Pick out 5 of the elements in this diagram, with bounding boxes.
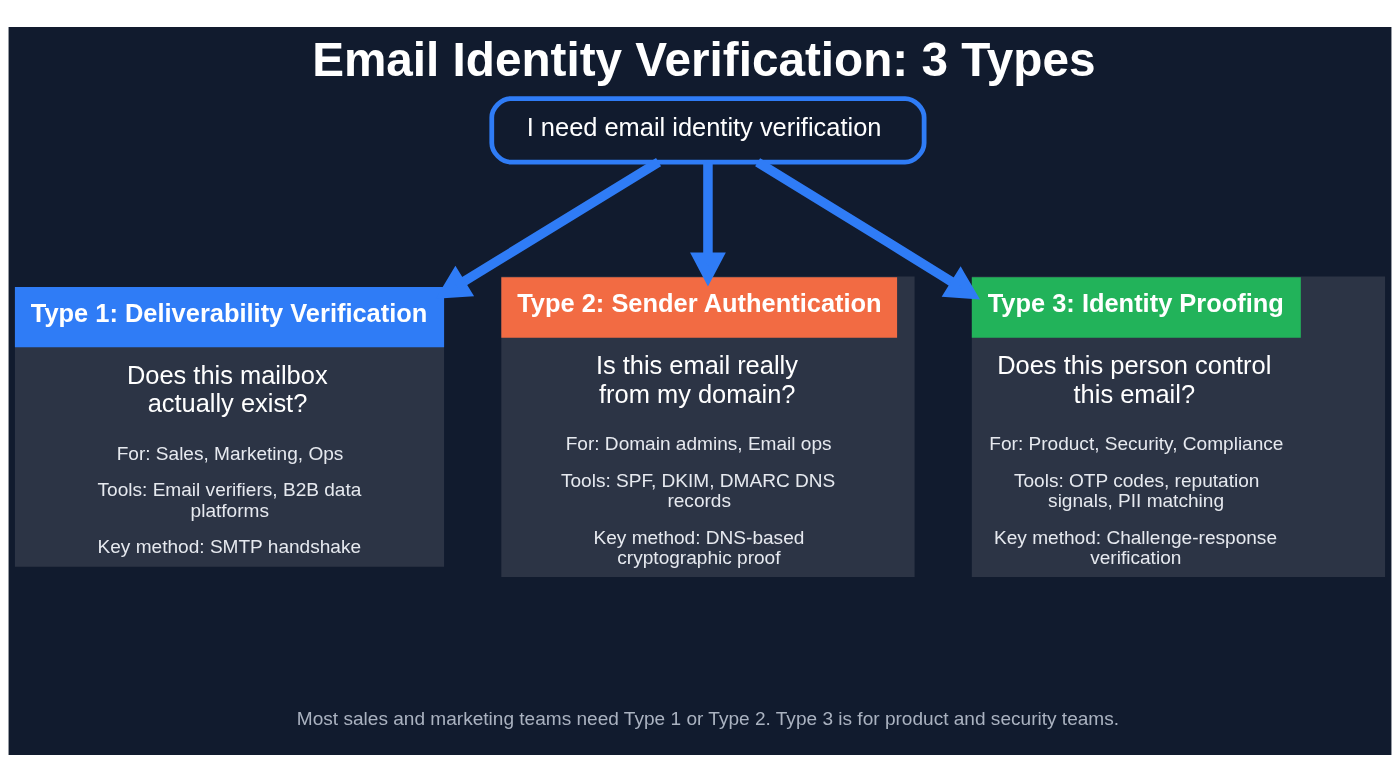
arrow (690, 161, 726, 287)
caption: Most sales and marketing teams need Type 1 or Type 2. Type 3 is for product and security teams. (296, 707, 1120, 729)
diagram-title: Email Identity Verification: 3 Types (312, 32, 1096, 86)
arrow (755, 157, 981, 300)
node-box: I need email identity verification (489, 95, 927, 164)
